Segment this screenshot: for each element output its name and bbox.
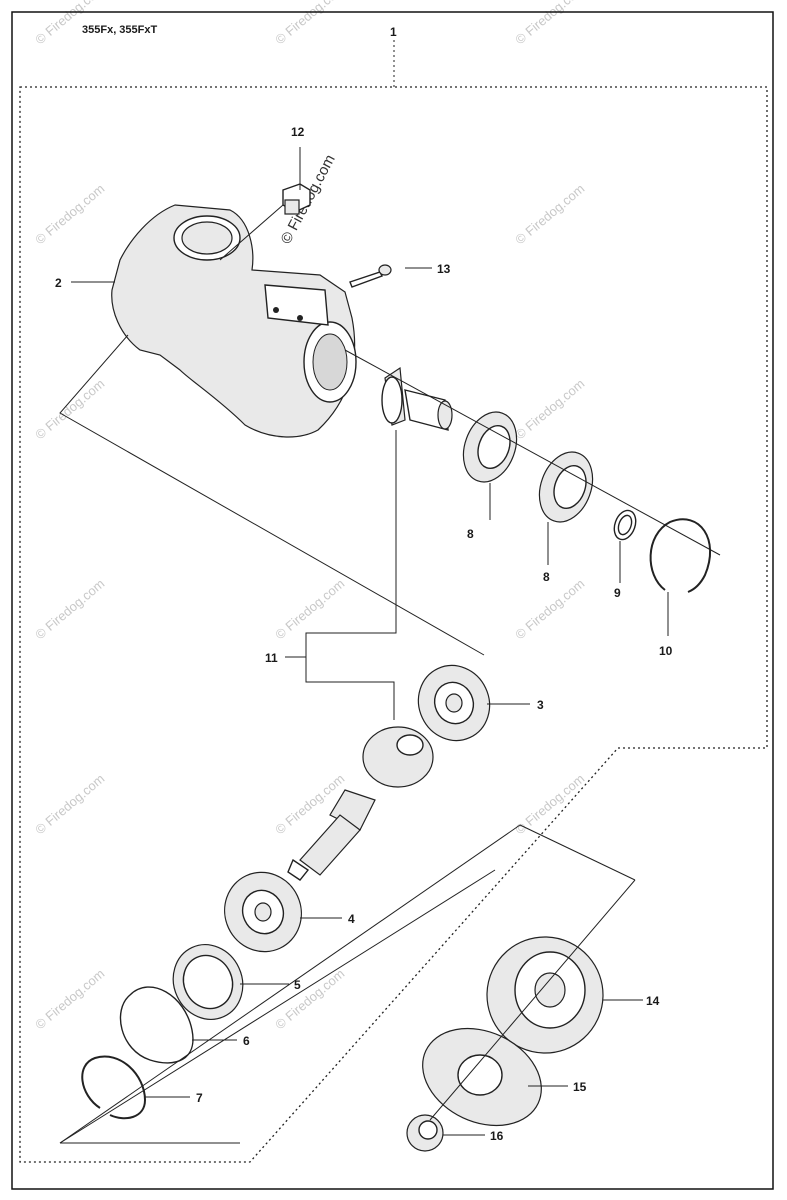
washer-6 (119, 986, 194, 1064)
model-title: 355Fx, 355FxT (82, 24, 157, 36)
callout-2: 2 (55, 276, 62, 290)
callout-1: 1 (390, 25, 397, 39)
callout-11: 11 (265, 651, 278, 665)
bearing-8a (462, 411, 518, 483)
callout-3: 3 (537, 698, 544, 712)
watermark: © Firedog.com (512, 376, 587, 442)
callout-8b: 8 (543, 570, 550, 584)
bevel-pinion (381, 366, 453, 431)
callout-4: 4 (348, 912, 355, 926)
bearing-4 (224, 871, 302, 953)
watermark-layer: © Firedog.com © Firedog.com © Firedog.co… (32, 0, 587, 1032)
bearing-3 (417, 664, 491, 742)
watermark: © Firedog.com (512, 576, 587, 642)
assembly-lines (59, 147, 721, 1144)
callout-leaders (71, 267, 669, 1136)
flange-15 (422, 1027, 542, 1127)
callout-8a: 8 (467, 527, 474, 541)
callout-14: 14 (646, 994, 660, 1008)
gear-housing (111, 204, 357, 438)
outer-frame (11, 11, 774, 1190)
watermark: © Firedog.com (512, 0, 587, 47)
callout-10: 10 (659, 644, 673, 658)
watermark: © Firedog.com (32, 966, 107, 1032)
screw-13 (349, 264, 392, 288)
flange-14 (486, 936, 604, 1054)
callout-5: 5 (294, 978, 301, 992)
watermark: © Firedog.com (272, 966, 347, 1032)
watermark: © Firedog.com (272, 0, 347, 47)
circlip-10 (649, 518, 711, 593)
seal-5 (172, 944, 244, 1020)
watermark: © Firedog.com (272, 576, 347, 642)
callout-16: 16 (490, 1129, 504, 1143)
callout-6: 6 (243, 1034, 250, 1048)
watermark: © Firedog.com (32, 576, 107, 642)
assembly-boundary (19, 86, 768, 1163)
callout-labels: 1 2 3 4 5 6 7 8 8 9 10 11 12 13 14 15 16 (55, 25, 673, 1143)
callout-12: 12 (291, 125, 305, 139)
bearing-8b (538, 451, 594, 523)
circlip-7 (81, 1055, 147, 1120)
callout-9: 9 (614, 586, 621, 600)
callout-13: 13 (437, 262, 451, 276)
watermark: © Firedog.com (32, 181, 107, 247)
nut-16 (406, 1114, 444, 1152)
callout-15: 15 (573, 1080, 587, 1094)
callout-7: 7 (196, 1091, 203, 1105)
watermark: © Firedog.com (512, 771, 587, 837)
watermark: © Firedog.com (32, 771, 107, 837)
watermark: © Firedog.com (512, 181, 587, 247)
bevel-gear-shaft (287, 726, 434, 881)
watermark: © Firedog.com (32, 376, 107, 442)
